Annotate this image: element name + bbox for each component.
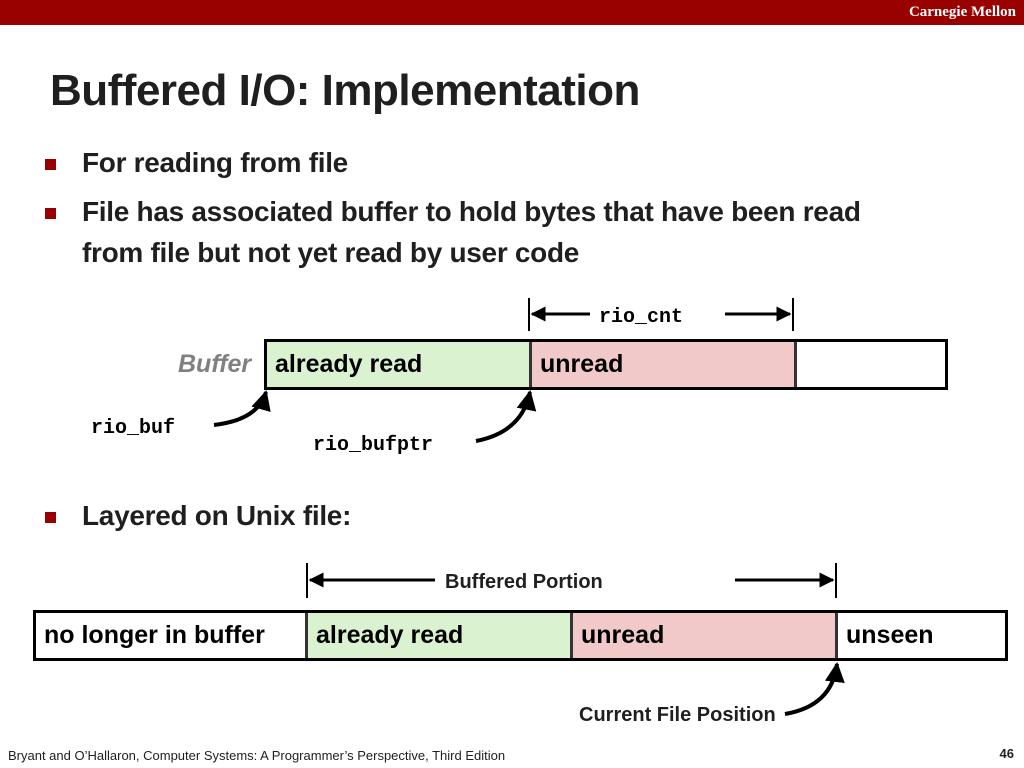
bullet-square-icon	[45, 208, 56, 219]
buffer-label: Buffer	[178, 350, 252, 378]
slide-title: Buffered I/O: Implementation	[50, 66, 640, 115]
no-longer-in-buffer-cell: no longer in buffer	[36, 613, 308, 658]
rio-buf-label: rio_buf	[91, 417, 176, 440]
file-already-read-cell: already read	[308, 613, 573, 658]
buffer-empty-cell	[797, 342, 945, 387]
buffer-unread-cell: unread	[532, 342, 797, 387]
rio-bufptr-arrow	[475, 390, 537, 443]
unix-file-box: no longer in buffer already read unread …	[33, 610, 1008, 661]
bullet-square-icon	[45, 512, 56, 523]
current-file-position-arrow	[784, 662, 845, 716]
current-file-position-label: Current File Position	[579, 704, 776, 726]
buffer-already-read-cell: already read	[267, 342, 532, 387]
brand-name: Carnegie Mellon	[908, 4, 1016, 20]
bullet-text: Layered on Unix file:	[82, 500, 352, 531]
bullet-square-icon	[45, 159, 56, 170]
buffer-box: already read unread	[264, 339, 948, 390]
page-number: 46	[999, 746, 1014, 761]
rio-cnt-label: rio_cnt	[599, 306, 684, 329]
footer-citation: Bryant and O’Hallaron, Computer Systems:…	[8, 748, 506, 763]
buffered-portion-label: Buffered Portion	[445, 571, 603, 593]
rio-buf-arrow	[213, 390, 271, 427]
bullet-text: For reading from file	[82, 147, 348, 178]
bullet-text-continued: from file but not yet read by user code	[82, 237, 580, 268]
unseen-cell: unseen	[838, 613, 1005, 658]
bullet-text: File has associated buffer to hold bytes…	[82, 196, 861, 227]
file-unread-cell: unread	[573, 613, 838, 658]
rio-bufptr-label: rio_bufptr	[313, 434, 434, 457]
header-bar: Carnegie Mellon	[0, 0, 1024, 25]
